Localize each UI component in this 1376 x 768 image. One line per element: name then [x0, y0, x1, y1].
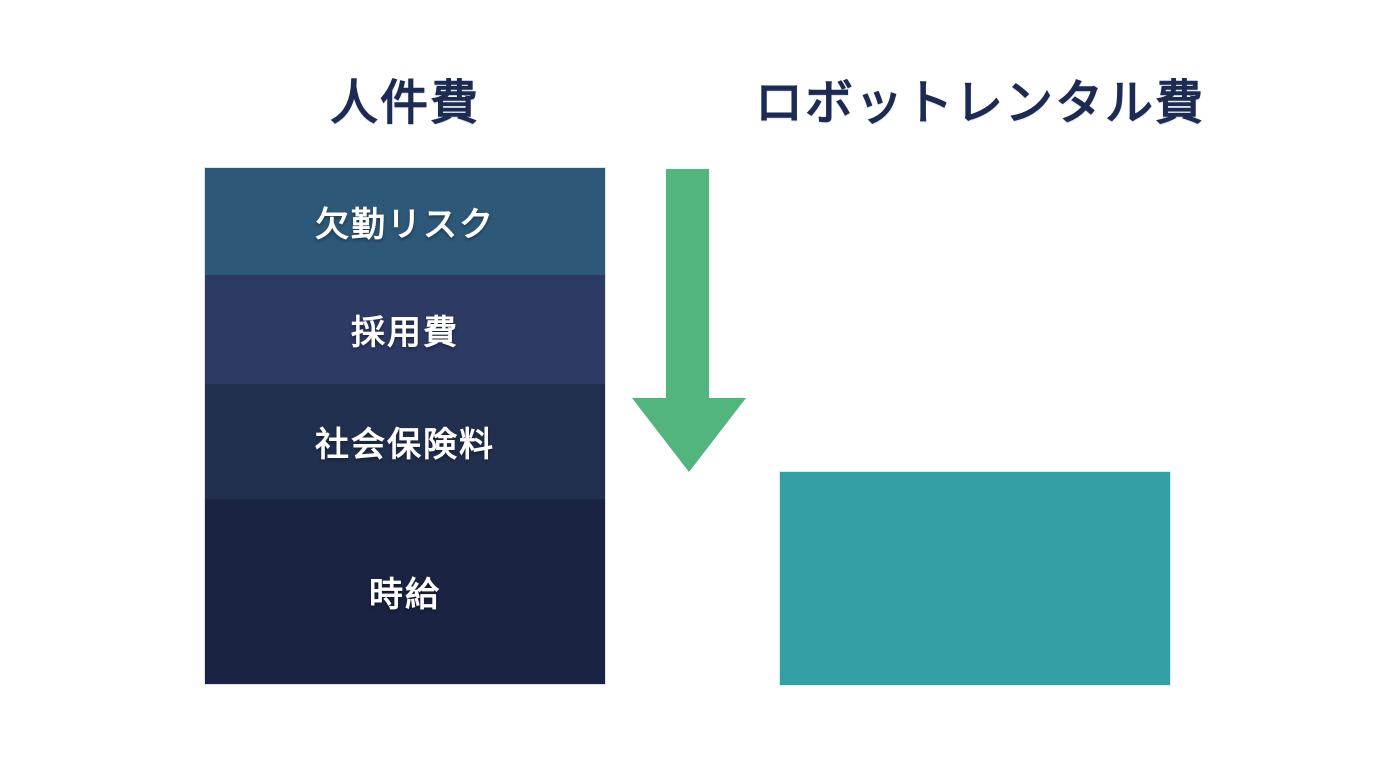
cost-segment-recruiting: 採用費	[205, 275, 605, 385]
right-column-title: ロボットレンタル費	[754, 77, 1205, 130]
personnel-cost-stack: 欠勤リスク 採用費 社会保険料 時給	[205, 168, 605, 684]
cost-segment-label: 時給	[369, 575, 441, 614]
left-column-title: 人件費	[329, 77, 480, 130]
down-arrow-shape	[632, 169, 746, 472]
cost-segment-label: 社会保険料	[315, 426, 495, 464]
cost-segment-label: 欠勤リスク	[315, 206, 495, 245]
cost-segment-absence-risk: 欠勤リスク	[205, 168, 605, 276]
down-arrow-icon	[632, 169, 746, 472]
cost-segment-hourly-wage: 時給	[205, 498, 605, 684]
robot-rental-cost-block	[780, 472, 1170, 685]
cost-segment-social-insurance: 社会保険料	[205, 384, 605, 499]
cost-segment-label: 採用費	[351, 314, 459, 353]
